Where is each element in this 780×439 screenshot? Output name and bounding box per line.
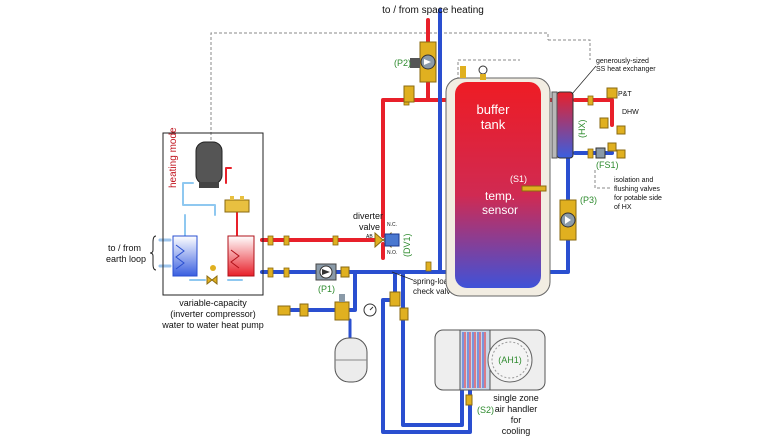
hx-label: (HX) <box>577 120 587 139</box>
iso-note-2: flushing valves <box>614 186 660 193</box>
diverter-label-1: diverter <box>353 211 383 221</box>
hx-note-leader <box>571 65 597 95</box>
expansion-tank <box>334 337 368 383</box>
check-valve-label-2: check valves <box>413 287 459 296</box>
condenser-coil <box>227 235 255 277</box>
diverter-port-no: N.O. <box>387 250 397 256</box>
heat-pump-caption-3: water to water heat pump <box>161 320 264 330</box>
iso-note-4: of HX <box>614 204 632 211</box>
diverter-label-2: valve <box>359 222 380 232</box>
diverter-port-nc: N.C. <box>387 222 397 228</box>
pressure-gauge <box>363 303 377 317</box>
expansion-valve <box>206 265 218 286</box>
p1-label: (P1) <box>318 284 335 294</box>
p2-label: (P2) <box>394 58 411 68</box>
buffer-tank-label-2: tank <box>481 117 506 132</box>
air-handler-caption-1: single zone <box>493 393 539 403</box>
temp-sensor-label-2: sensor <box>482 203 518 217</box>
control-wiring <box>210 32 612 189</box>
air-handler <box>434 329 546 391</box>
check-valves <box>389 291 409 321</box>
dhw-label: DHW <box>622 109 639 116</box>
space-heating-label: to / from space heating <box>382 5 484 16</box>
p3-label: (P3) <box>580 195 597 205</box>
heat-pump-enclosure <box>162 132 264 296</box>
earth-loop-label-1: to / from <box>108 243 141 253</box>
circulator-p3[interactable] <box>559 199 577 241</box>
hx-note-1: generously-sized <box>596 58 649 65</box>
diverter-valve[interactable] <box>374 231 400 249</box>
heat-pump-caption-1: variable-capacity <box>179 298 247 308</box>
earth-loop-brace <box>149 235 157 271</box>
circulator-p1[interactable] <box>315 263 350 281</box>
check-valve-leader <box>391 271 414 281</box>
pt-label: P&T <box>618 91 632 98</box>
reversing-valve <box>224 196 250 213</box>
s1-label: (S1) <box>510 174 527 184</box>
air-vent <box>403 85 415 103</box>
iso-note-3: for potable side <box>614 195 662 202</box>
earth-loop-label-2: earth loop <box>106 254 146 264</box>
air-handler-caption-2: air handler <box>495 404 538 414</box>
heating-mode-label: heating mode <box>168 127 179 188</box>
air-handler-caption-3: for <box>511 415 522 425</box>
buffer-tank <box>445 65 551 297</box>
diverter-port-ab: AB <box>366 234 373 240</box>
check-valve-label-1: spring-loaded <box>413 277 461 286</box>
flow-switch-fs1 <box>595 147 606 159</box>
fill-valve-assembly[interactable] <box>277 294 350 321</box>
heat-pump-caption-2: (inverter compressor) <box>170 309 256 319</box>
hx-note-2: SS heat exchanger <box>596 66 656 73</box>
circulator-p2[interactable] <box>410 41 437 83</box>
evaporator-coil <box>172 235 198 277</box>
iso-note-1: isolation and <box>614 177 653 184</box>
temp-sensor-label-1: temp. <box>485 189 515 203</box>
dv1-label: (DV1) <box>402 233 412 257</box>
compressor <box>195 141 223 188</box>
fs1-label: (FS1) <box>596 160 619 170</box>
sensor-well-s1 <box>521 185 547 192</box>
s2-label: (S2) <box>477 405 494 415</box>
condensate-sensor-s2 <box>465 394 473 406</box>
pt-valve <box>606 87 618 99</box>
dhw-fittings <box>599 117 626 159</box>
buffer-tank-label-1: buffer <box>476 102 510 117</box>
ah1-label: (AH1) <box>498 355 522 365</box>
heat-exchanger <box>551 91 574 159</box>
air-handler-caption-4: cooling <box>502 426 531 436</box>
